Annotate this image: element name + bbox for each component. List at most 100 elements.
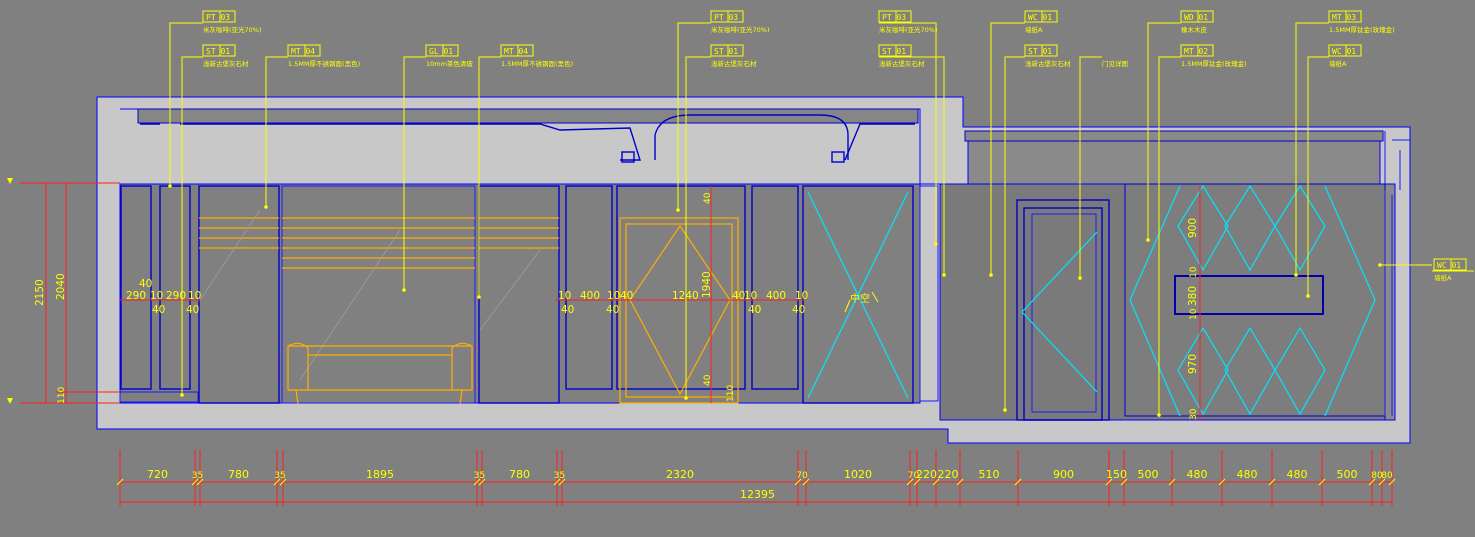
dim-mid-10-a: 10 xyxy=(558,290,571,302)
leader-dot xyxy=(168,184,172,188)
bottom-dim-label: 150 xyxy=(1106,468,1127,481)
vr-10-b: 10 xyxy=(1189,308,1199,320)
tag-leader xyxy=(1079,56,1102,278)
tag-box xyxy=(1328,10,1362,23)
tag-code: PT 03 xyxy=(714,13,738,22)
tag-leader xyxy=(1380,264,1474,272)
bottom-tick-mark xyxy=(553,478,561,486)
tag-note: 1.5MM厚不锈钢面(黑色) xyxy=(501,59,573,68)
dim-mid-1240: 1240 xyxy=(672,290,699,302)
height-base: 110 xyxy=(57,387,67,404)
tag-code: MT 04 xyxy=(504,47,528,56)
leader-dot xyxy=(1294,273,1298,277)
vmid-1940: 1940 xyxy=(701,271,713,298)
tag-leader xyxy=(478,56,501,297)
sofa xyxy=(287,342,473,405)
vmid-40-b: 40 xyxy=(703,374,713,386)
leader-dot xyxy=(402,288,406,292)
tag-code: PT 03 xyxy=(882,13,906,22)
left-panels xyxy=(119,185,560,405)
tag-code: ST 01 xyxy=(882,47,906,56)
dim-mid-40-d: 40 xyxy=(606,304,619,316)
tag-box xyxy=(1433,258,1467,271)
leader-dot xyxy=(1078,276,1082,280)
dim-mid-40-f: 40 xyxy=(792,304,805,316)
tag-code: MT 03 xyxy=(1332,13,1356,22)
leader-dot xyxy=(1306,294,1310,298)
bottom-dim-label: 480 xyxy=(1187,468,1208,481)
material-tag: WC 01 墙纸A xyxy=(1378,258,1474,282)
bottom-dim-label: 780 xyxy=(228,468,249,481)
tag-note: 橡木木皮 xyxy=(1181,25,1208,34)
tag-code: PT 03 xyxy=(206,13,230,22)
leader-dot xyxy=(989,273,993,277)
tag-box xyxy=(202,44,236,57)
tag-note: 米灰咖啡(亚光70%) xyxy=(711,25,770,34)
tag-box xyxy=(202,10,236,23)
dim-mid-40-c: 40 xyxy=(561,304,574,316)
material-tag: MT 04 1.5MM厚不锈钢面(黑色) xyxy=(477,44,573,299)
material-tag: WC 01 墙纸A xyxy=(1306,44,1362,298)
tag-code: WC 01 xyxy=(1437,261,1461,270)
bottom-tick-mark xyxy=(1388,478,1396,486)
leader-dot xyxy=(180,393,184,397)
height-total: 2150 xyxy=(34,279,46,306)
dim-290-a: 290 xyxy=(126,290,146,302)
bottom-dim-label: 900 xyxy=(1053,468,1074,481)
bottom-tick-mark xyxy=(1378,478,1386,486)
tag-box xyxy=(1180,10,1214,23)
tag-note: 米灰咖啡(亚光70%) xyxy=(203,25,262,34)
bottom-tick-mark xyxy=(1014,478,1022,486)
tag-leader xyxy=(1004,56,1025,410)
bottom-tick-mark xyxy=(1120,478,1128,486)
vr-380: 380 xyxy=(1187,286,1199,306)
material-tag: PT 03 米灰咖啡(亚光70%) xyxy=(676,10,770,212)
tag-leader xyxy=(1295,22,1329,275)
material-tag: MT 041.5MM厚不锈钢面(黑色) xyxy=(264,44,360,209)
leader-dot xyxy=(1378,263,1382,267)
tag-note: 墙纸A xyxy=(1329,59,1347,68)
dim-40-c: 40 xyxy=(186,304,199,316)
dim-10-a: 10 xyxy=(150,290,163,302)
bottom-tick-mark xyxy=(932,478,940,486)
tag-code: WC 01 xyxy=(1332,47,1356,56)
tag-box xyxy=(425,44,459,57)
tag-leader xyxy=(169,22,203,186)
tag-note: 浅新古堡灰石材 xyxy=(879,59,925,68)
tag-note: 墙纸A xyxy=(1025,25,1043,34)
dim-10-b: 10 xyxy=(188,290,201,302)
dim-mid-400-a: 400 xyxy=(580,290,600,302)
tag-code: WC 01 xyxy=(1028,13,1052,22)
tag-leader xyxy=(990,22,1025,275)
material-tag: MT 021.5MM厚钛金(玫瑰金) xyxy=(1157,44,1247,417)
right-panels xyxy=(1016,183,1393,421)
tag-note: 浅新古堡灰石材 xyxy=(1025,59,1071,68)
bottom-tick-mark xyxy=(478,478,486,486)
bottom-tick-mark xyxy=(1368,478,1376,486)
tag-note: 墙纸A xyxy=(1434,273,1452,282)
material-tag: PT 03 米灰咖啡(亚光70%) xyxy=(168,10,262,188)
bottom-dim-label: 780 xyxy=(509,468,530,481)
total-width: 12395 xyxy=(740,488,775,501)
leader-dot xyxy=(1003,408,1007,412)
inner-dimensions: 290 10 290 10 40 40 40 10 400 10 40 1240… xyxy=(120,186,1201,420)
material-tag: WC 01 墙纸A xyxy=(989,10,1058,277)
tag-note: 浅新古堡灰石材 xyxy=(711,59,757,68)
vr-10-a: 10 xyxy=(1189,266,1199,278)
tag-leader xyxy=(1147,22,1181,240)
dim-mid-40-e: 40 xyxy=(748,304,761,316)
bottom-dim-label: 500 xyxy=(1337,468,1358,481)
tag-box xyxy=(1180,44,1214,57)
leader-dot xyxy=(934,242,938,246)
tag-box xyxy=(878,10,912,23)
tag-box xyxy=(1328,44,1362,57)
tag-box xyxy=(710,44,744,57)
tag-box xyxy=(500,44,534,57)
bottom-dim-label: 220 xyxy=(938,468,959,481)
